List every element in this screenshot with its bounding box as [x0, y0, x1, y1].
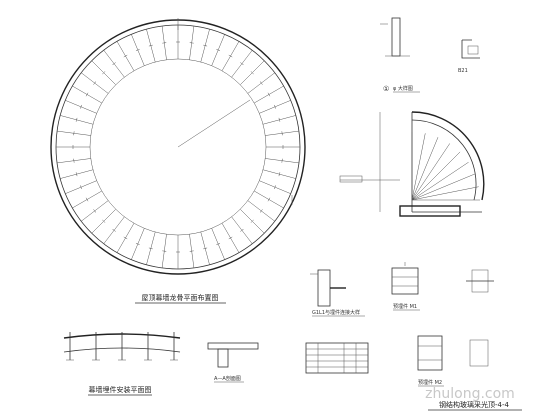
rib-tick	[189, 42, 194, 44]
section-column	[217, 348, 229, 368]
connection-caption: G1L1与埋件连接大样	[312, 309, 360, 316]
embed-m2-caption: 预埋件 M2	[418, 379, 442, 386]
rib-tick	[112, 228, 116, 232]
section-aa: A—A剖面图	[207, 342, 259, 383]
table-frame	[305, 342, 369, 374]
detail-number: ①	[383, 85, 389, 93]
embed-m1-plate	[391, 267, 419, 295]
rib-tick	[259, 209, 263, 213]
quarter-arc-outer	[411, 111, 485, 201]
rib-tick	[278, 172, 281, 177]
rib-tick	[85, 92, 89, 97]
quarter-rib	[411, 186, 479, 201]
rib-tick	[93, 81, 97, 85]
rib-tick	[93, 209, 97, 213]
rib-tick	[162, 42, 167, 44]
rib-tick	[203, 247, 208, 250]
detail-post	[391, 17, 401, 57]
rib-tick	[148, 44, 153, 47]
embed-m1: 预埋件 M1	[391, 262, 494, 311]
table-grid	[306, 343, 368, 373]
rib-tick	[203, 44, 208, 47]
rib-tick	[274, 104, 277, 109]
embed-m1-caption: 预埋件 M1	[393, 303, 417, 310]
main-plan-title: 屋顶幕墙龙骨平面布置图	[142, 293, 219, 302]
roof-plan: 屋顶幕墙龙骨平面布置图	[50, 18, 306, 304]
rib-tick	[79, 185, 82, 190]
rib-tick	[123, 236, 128, 240]
quarter-detail	[339, 111, 485, 217]
quarter-base	[399, 205, 461, 217]
detail-hook-plate	[467, 45, 479, 55]
detail-hook	[461, 39, 480, 59]
rib-tick	[75, 117, 78, 122]
quarter-arc-inner	[411, 119, 477, 201]
rib-tick	[148, 247, 153, 250]
rib-tick	[85, 197, 89, 202]
rib-tick	[267, 92, 271, 97]
material-table	[305, 342, 369, 374]
rib-tick	[135, 48, 140, 51]
top-details: ① φ 大样图 B21	[380, 17, 480, 93]
mark-b21: B21	[458, 68, 468, 74]
quarter-rib	[411, 137, 439, 201]
rib-tick	[259, 81, 263, 85]
watermark: zhulong.com	[425, 386, 515, 402]
rib-tick	[250, 219, 254, 223]
plan-posts	[66, 332, 178, 361]
rib-tick	[75, 172, 78, 177]
quarter-rib	[411, 133, 426, 201]
quarter-rib	[411, 162, 469, 201]
section-title: A—A剖面图	[214, 375, 241, 382]
rib-tick	[216, 48, 221, 51]
leader-line	[177, 99, 251, 148]
rib-tick	[189, 250, 194, 252]
rib-tick	[73, 131, 75, 136]
connection-plate	[317, 269, 331, 307]
rib-tick	[228, 236, 233, 240]
rib-tick	[102, 219, 106, 223]
quarter-rib	[411, 151, 461, 201]
bottom-plan-title: 幕墙埋件安装平面图	[89, 385, 152, 394]
rib-tick	[73, 158, 75, 163]
bolt-caption: φ 大样图	[393, 85, 413, 92]
rib-tick	[250, 71, 254, 75]
embed-install-plan: 幕墙埋件安装平面图	[63, 332, 181, 396]
quarter-rib	[411, 173, 475, 201]
rib-tick	[216, 243, 221, 246]
rib-tick	[274, 185, 277, 190]
rib-tick	[267, 197, 271, 202]
rib-ticks	[72, 41, 284, 253]
quarter-rib	[411, 143, 450, 201]
sheet-title: 钢结构玻璃采光顶-4-4	[439, 400, 510, 409]
rib-tick	[79, 104, 82, 109]
section-slab	[207, 342, 259, 350]
rib-tick	[228, 54, 233, 58]
rib-tick	[112, 62, 116, 66]
rib-tick	[278, 117, 281, 122]
rib-tick	[281, 158, 283, 163]
embed-m2-side	[469, 339, 489, 367]
rib-tick	[281, 131, 283, 136]
quarter-tag	[339, 175, 363, 183]
connection-detail: G1L1与埋件连接大样	[310, 269, 365, 317]
rib-tick	[240, 228, 244, 232]
rib-tick	[102, 71, 106, 75]
embed-m2: 预埋件 M2	[417, 335, 489, 387]
rib-tick	[123, 54, 128, 58]
rib-tick	[162, 250, 167, 252]
rib-tick	[135, 243, 140, 246]
rib-tick	[240, 62, 244, 66]
embed-m2-plate	[417, 335, 443, 371]
quarter-ribs	[411, 132, 480, 201]
